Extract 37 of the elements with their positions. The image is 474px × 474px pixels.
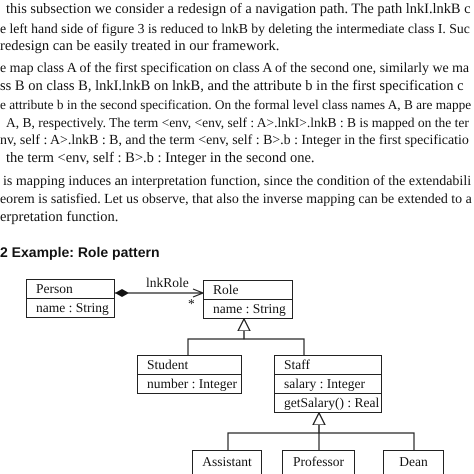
text-line: ss B on class B, lnkI.lnkB on lnkB, and the attribute b in the first specification c <box>0 78 464 95</box>
class-box <box>192 450 262 474</box>
class-member: number : Integer <box>147 376 237 391</box>
edge-label: lnkRole <box>146 276 189 290</box>
class-name: Staff <box>284 357 310 372</box>
text-line: this subsection we consider a redesign of a navigation path. The path lnkI.lnkB c <box>6 1 471 18</box>
class-box <box>203 280 293 319</box>
text-line: redesign can be easily treated in our framework. <box>0 38 280 55</box>
text-line: erpretation function. <box>0 209 118 226</box>
class-name: Dean <box>399 454 428 469</box>
class-member: salary : Integer <box>284 376 365 391</box>
class-box <box>383 450 444 474</box>
class-name: Professor <box>293 454 344 469</box>
class-name: Assistant <box>202 454 252 469</box>
class-box <box>274 355 382 413</box>
text-line: e map class A of the first specification on class A of the second one, similarly we ma <box>0 60 470 77</box>
generalization-arrow <box>237 318 305 355</box>
class-box <box>282 450 355 474</box>
class-member: name : String <box>36 300 109 315</box>
class-name: Person <box>36 281 73 296</box>
class-box <box>137 355 242 394</box>
text-line: A, B, respectively. The term <env, <env, self : A>.lnkI>.lnkB : B is mapped on the ter <box>6 114 469 131</box>
class-member: getSalary() : Real <box>284 395 380 410</box>
class-box <box>26 279 115 318</box>
class-name: Role <box>213 282 238 297</box>
multiplicity-label: * <box>188 297 195 311</box>
text-line: is mapping induces an interpretation function, since the condition of the extendabili <box>3 173 472 190</box>
class-member: name : String <box>213 301 286 316</box>
generalization-arrow <box>312 412 415 450</box>
text-line: nv, self : A>.lnkB : B, and the term <env, self : B>.b : Integer in the first specificatio <box>0 132 469 149</box>
text-line: e left hand side of figure 3 is reduced to lnkB by deleting the intermediate class I. Suc <box>0 20 470 37</box>
text-line: eorem is satisfied. Let us observe, that also the inverse mapping can be extended to a <box>0 191 472 208</box>
text-line: e attribute b in the second specification. On the formal level class names A, B are mappe <box>0 96 472 113</box>
class-name: Student <box>147 357 188 372</box>
composition-arrow <box>115 288 204 298</box>
text-line: the term <env, self : B>.b : Integer in the second one. <box>6 150 315 167</box>
section-heading: 2 Example: Role pattern <box>0 244 160 260</box>
